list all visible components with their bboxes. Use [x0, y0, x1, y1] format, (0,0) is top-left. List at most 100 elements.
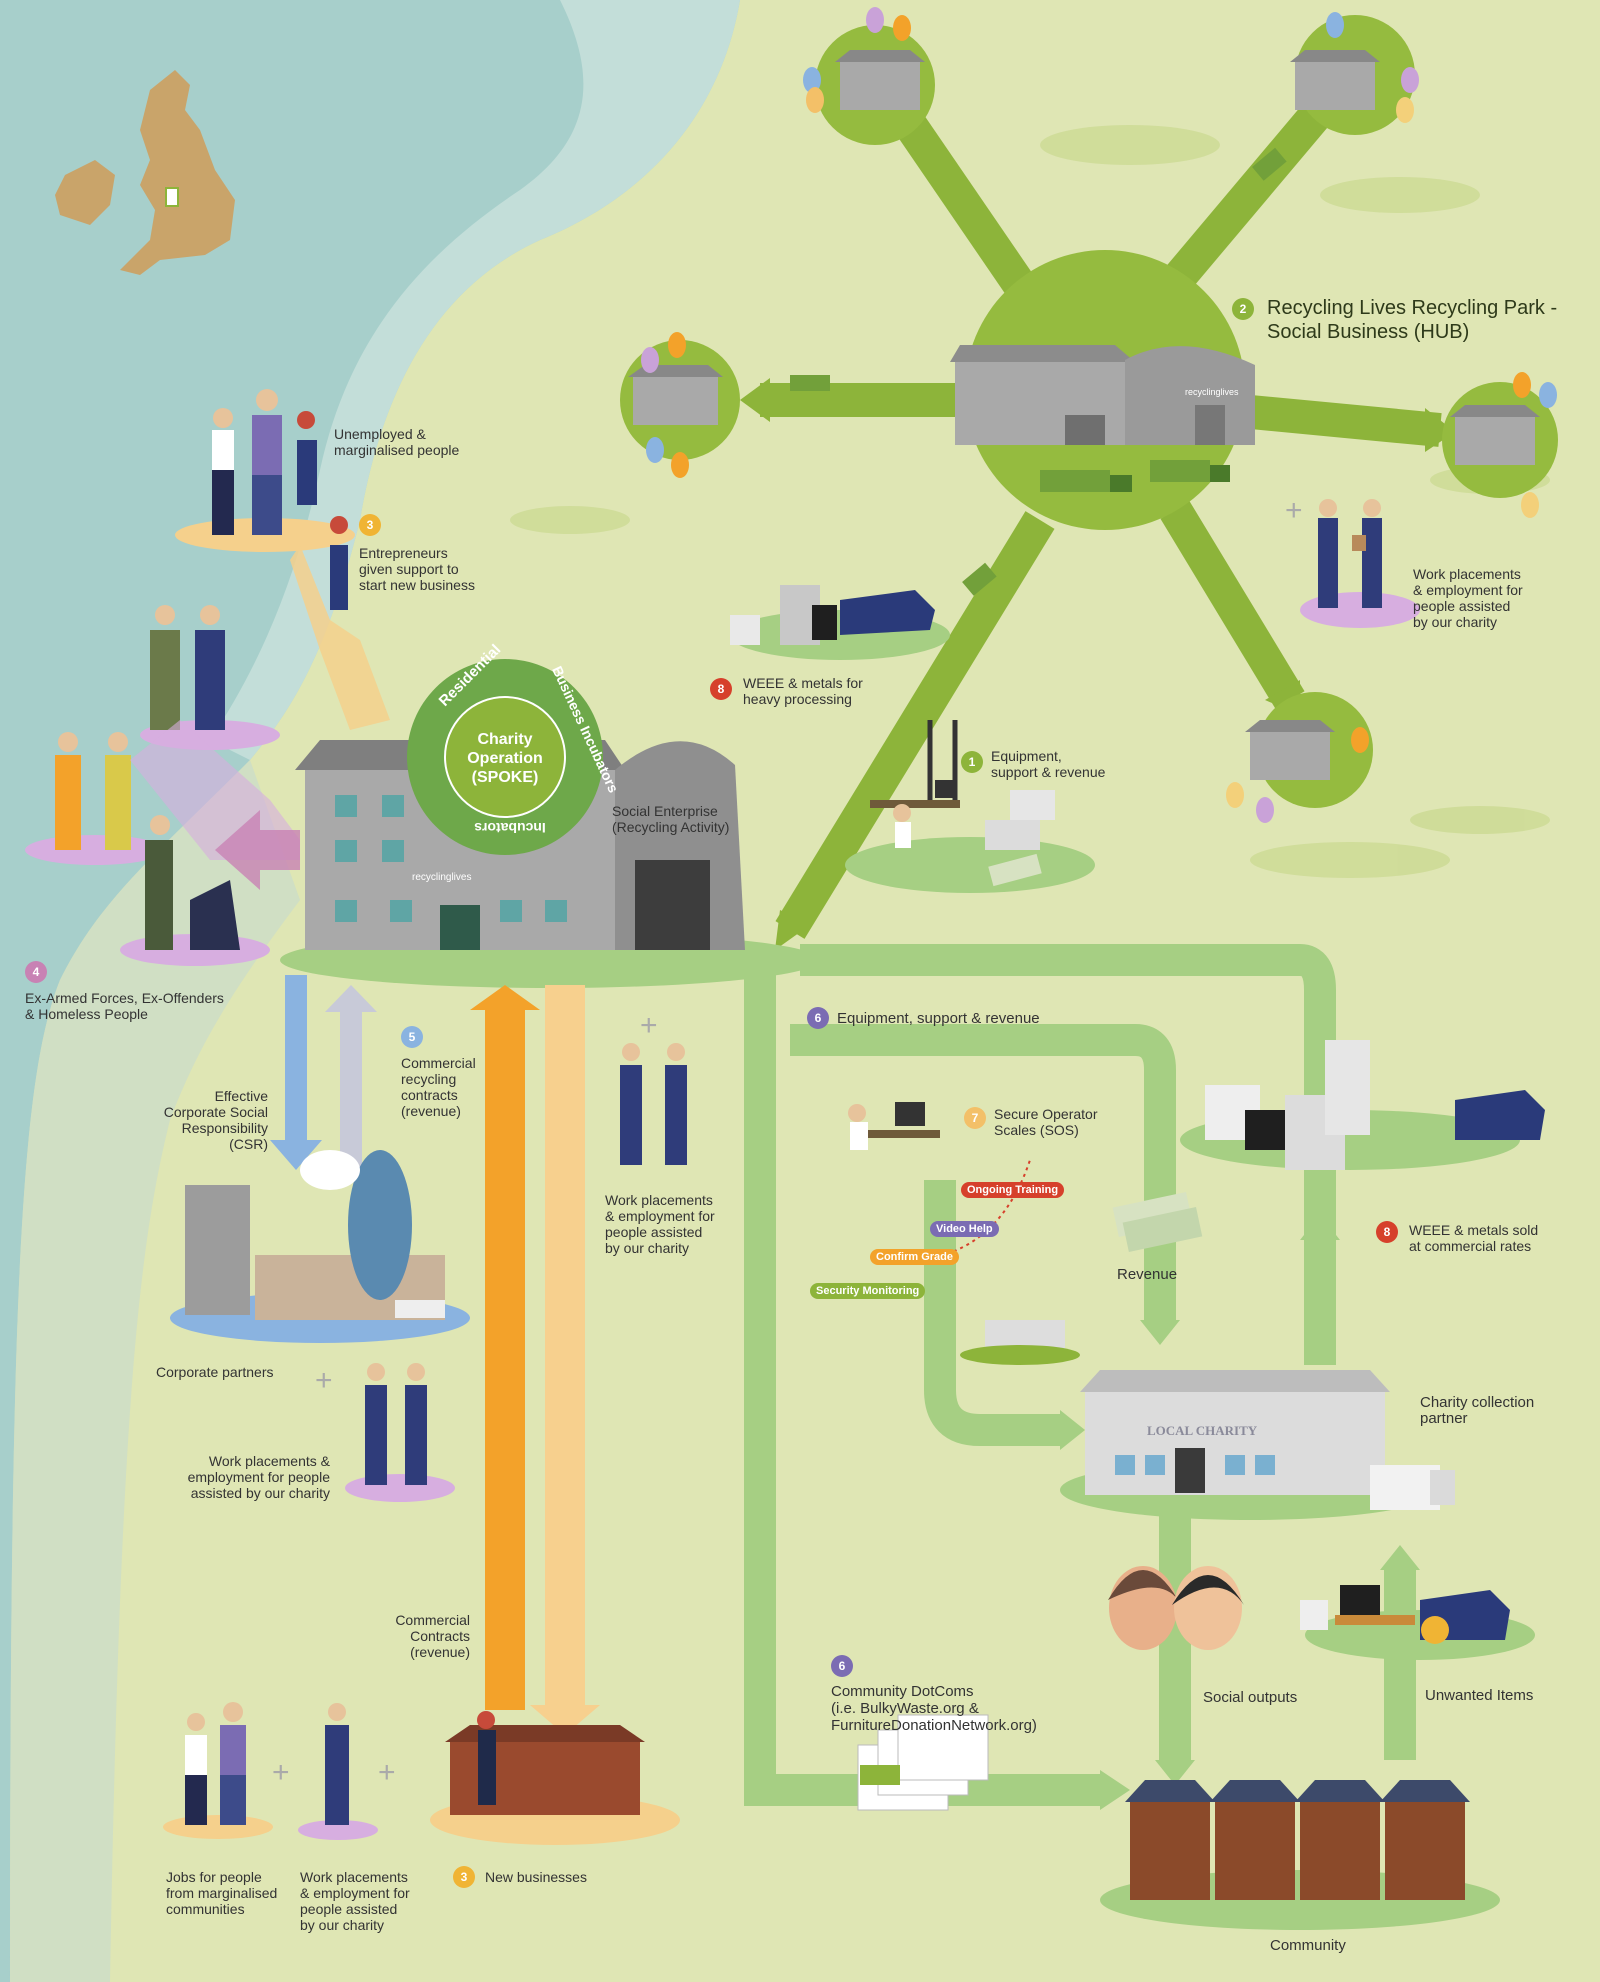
sea [0, 0, 740, 1982]
unemployed-line2: marginalised people [334, 442, 460, 458]
tag-confirm-grade: Confirm Grade [870, 1249, 960, 1265]
corporate-city [170, 1150, 470, 1343]
commercial-line1: Commercial [395, 1612, 470, 1628]
weee-hub-number-badge: 8 [710, 678, 732, 700]
charity-partner-line2: partner [1420, 1410, 1468, 1427]
commercial-line2: Contracts [410, 1628, 470, 1644]
revenue-label: Revenue [1117, 1266, 1178, 1283]
csr-line4: (CSR) [229, 1136, 268, 1152]
unemployed-line1: Unemployed & [334, 426, 426, 442]
jobs-line1: Jobs for people [166, 1869, 262, 1885]
contracts-line2: recycling [401, 1071, 457, 1087]
entrepreneurs-line2: given support to [359, 561, 459, 577]
svg-text:+: + [1285, 494, 1303, 527]
equipment-number-badge: 1 [961, 751, 983, 773]
bottom-people: + + [163, 1702, 396, 1840]
bottom-work-line2: & employment for [300, 1885, 410, 1901]
commercial-contracts-label: Commercial Contracts (revenue) [370, 1612, 470, 1660]
weee-sold-label: WEEE & metals sold at commercial rates [1409, 1222, 1538, 1254]
tag-video-help: Video Help [930, 1221, 999, 1237]
center-work-line4: by our charity [605, 1240, 690, 1256]
spoke-center-line3: (SPOKE) [471, 769, 539, 786]
unwanted-items [1300, 1585, 1535, 1660]
community-arrowheads [1060, 1215, 1420, 1810]
uk-map [55, 70, 235, 275]
csr-line3: Responsibility [181, 1120, 268, 1136]
weee-sold-line2: at commercial rates [1409, 1238, 1532, 1254]
csr-line1: Effective [214, 1088, 268, 1104]
commercial-line3: (revenue) [410, 1644, 470, 1660]
weee-sold-line1: WEEE & metals sold [1409, 1222, 1539, 1238]
equipment-line1: Equipment, [991, 748, 1062, 764]
community-houses [1100, 1780, 1500, 1930]
unemployed-label: Unemployed & marginalised people [334, 426, 459, 458]
exforces-group [25, 605, 300, 966]
cash [1112, 1192, 1203, 1252]
entrepreneurs-line3: start new business [359, 577, 475, 593]
dotcom-number-badge: 6 [831, 1655, 853, 1677]
weee-hub-label: WEEE & metals for heavy processing [743, 675, 863, 707]
sos-desk [848, 1102, 1080, 1365]
bottom-work-line4: by our charity [300, 1917, 385, 1933]
corporate-work-line3: assisted by our charity [190, 1485, 330, 1501]
spoke-center-line2: Operation [467, 750, 543, 767]
weee-hub-line2: heavy processing [743, 691, 852, 707]
new-business-label: New businesses [485, 1869, 587, 1885]
sos-line2: Scales (SOS) [994, 1122, 1079, 1138]
unwanted-items-label: Unwanted Items [1425, 1687, 1534, 1704]
corporate-work-line2: employment for people [187, 1469, 330, 1485]
hub-title-line1: Recycling Lives Recycling Park - [1267, 297, 1558, 319]
corporate-workers: + [315, 1363, 455, 1502]
weee-heap-right [1180, 1040, 1545, 1170]
svg-text:+: + [640, 1009, 658, 1042]
social-enterprise-line2: (Recycling Activity) [612, 819, 730, 835]
community-label: Community [1270, 1937, 1346, 1954]
coast-strip [10, 760, 300, 1982]
center-work-label: Work placements & employment for people … [605, 1192, 715, 1256]
hub-work-label: Work placements & employment for people … [1413, 566, 1523, 630]
exforces-line1: Ex-Armed Forces, Ex-Offenders [25, 990, 224, 1006]
tag-security-monitoring: Security Monitoring [810, 1283, 926, 1299]
dotcom-line1: Community DotComs [831, 1683, 974, 1700]
bottom-work-line3: people assisted [300, 1901, 398, 1917]
spoke-logo: recyclinglives [412, 872, 472, 883]
spoke-ring-bottom: Incubators [474, 820, 546, 836]
local-charity-sign: LOCAL CHARITY [1147, 1423, 1258, 1438]
websites [857, 1714, 989, 1811]
contracts-label: Commercial recycling contracts (revenue) [401, 1055, 476, 1119]
hub-spokes [760, 99, 1442, 939]
social-outputs-label: Social outputs [1203, 1689, 1298, 1706]
dotcom-label: Community DotComs (i.e. BulkyWaste.org &… [831, 1683, 1037, 1734]
dotcom-line3: FurnitureDonationNetwork.org) [831, 1717, 1037, 1734]
community-flows [744, 944, 1416, 1806]
equipment-label: Equipment, support & revenue [991, 748, 1105, 780]
center-workers: + [620, 1009, 687, 1165]
spoke-center-label: Charity Operation (SPOKE) [455, 730, 555, 787]
dotcom-line2: (i.e. BulkyWaste.org & [831, 1700, 979, 1717]
center-work-line3: people assisted [605, 1224, 703, 1240]
csr-label: Effective Corporate Social Responsibilit… [130, 1088, 268, 1152]
new-business-building [430, 1711, 680, 1845]
equip-support-label: Equipment, support & revenue [837, 1010, 1040, 1027]
depots [620, 7, 1558, 823]
csr-line2: Corporate Social [163, 1104, 268, 1120]
new-business-number-badge: 3 [453, 1866, 475, 1888]
center-work-line2: & employment for [605, 1208, 715, 1224]
tag-ongoing-training: Ongoing Training [961, 1182, 1065, 1198]
exforces-line2: & Homeless People [25, 1006, 148, 1022]
svg-text:+: + [272, 1756, 290, 1789]
social-enterprise-label: Social Enterprise (Recycling Activity) [612, 803, 729, 835]
social-enterprise-line1: Social Enterprise [612, 803, 718, 819]
hub-trucks [790, 147, 1287, 596]
center-work-line1: Work placements [605, 1192, 713, 1208]
spoke-center-line1: Charity [477, 731, 533, 748]
charity-partner-label: Charity collection partner [1420, 1395, 1534, 1427]
svg-text:+: + [315, 1364, 333, 1397]
svg-text:+: + [378, 1756, 396, 1789]
contracts-line1: Commercial [401, 1055, 476, 1071]
hub-logo: recyclinglives [1185, 387, 1239, 397]
hub-title-line2: Social Business (HUB) [1267, 321, 1470, 343]
hub-work-line1: Work placements [1413, 566, 1521, 582]
jobs-label: Jobs for people from marginalised commun… [166, 1869, 277, 1917]
corporate-work-line1: Work placements & [208, 1453, 330, 1469]
